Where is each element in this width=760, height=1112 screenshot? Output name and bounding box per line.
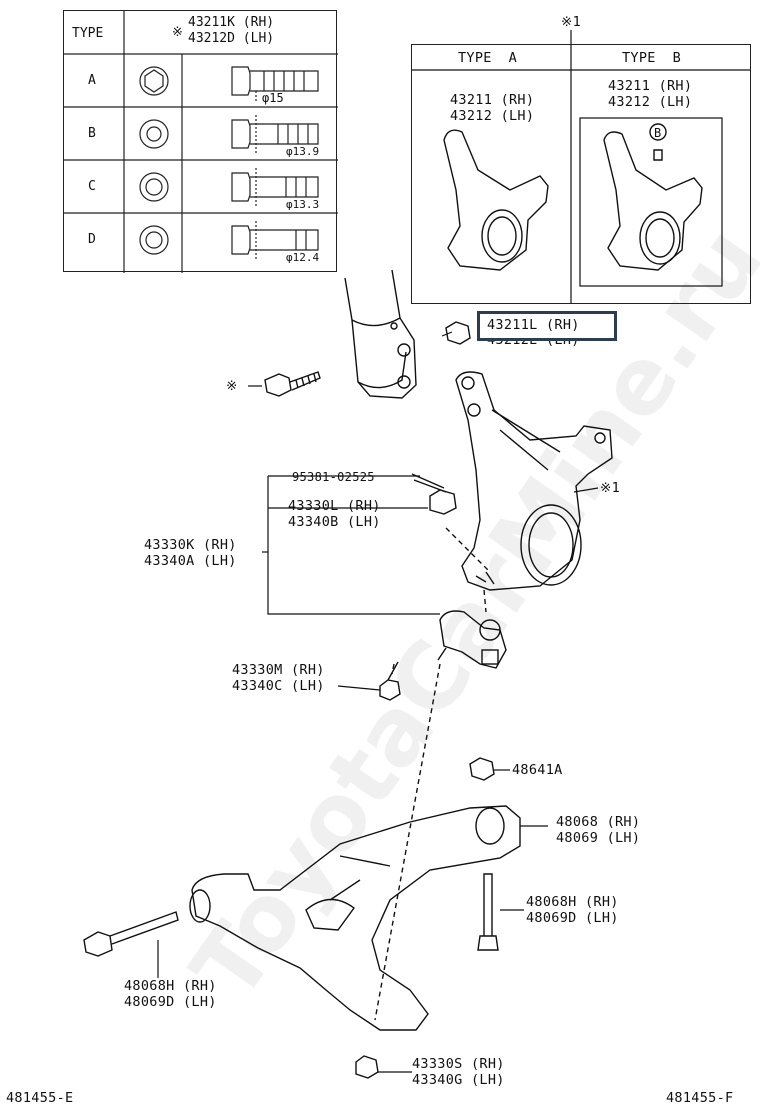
diagram-code-left: 481455-E: [6, 1090, 74, 1106]
cap-nut-illustration: [445, 321, 471, 345]
table-row-d-type: D: [88, 232, 96, 247]
shock-absorber-illustration: [344, 269, 417, 399]
table-row-a-dia: φ15: [262, 91, 284, 105]
inset-type-a-parts: 43211 (RH) 43212 (LH): [450, 92, 535, 124]
front-bolt-label: 48068H (RH) 48069D (LH): [124, 978, 217, 1010]
knuckle-highlight-box[interactable]: [477, 311, 617, 341]
bushing-label: 48068 (RH) 48069 (LH): [556, 814, 641, 846]
table-row-c-dia: φ13.3: [286, 198, 320, 211]
inset-type-b-header: TYPE B: [622, 50, 681, 66]
nut-48641a-label: 48641A: [512, 762, 563, 778]
inset-mark: ※1: [561, 14, 582, 30]
table-header-mark: ※: [172, 25, 183, 40]
cotter-pin-label: 95381-02525: [292, 470, 375, 484]
lower-arm-illustration: [189, 805, 521, 1031]
knuckle-mark-label: ※1: [600, 480, 621, 496]
ball-bolt-label: 43330M (RH) 43340C (LH): [232, 662, 325, 694]
table-header-parts: 43211K (RH) 43212D (LH): [188, 15, 275, 46]
type-a-knuckle-illustration: [443, 129, 549, 271]
table-row-c-type: C: [88, 179, 96, 194]
bolt-type-table: TYPE ※ 43211K (RH) 43212D (LH): [63, 10, 338, 273]
bolt-mark-label: ※: [226, 378, 238, 394]
inset-type-a-header: TYPE A: [458, 50, 517, 66]
diagram-code-right: 481455-F: [666, 1090, 734, 1106]
knuckle-type-inset: [411, 44, 751, 304]
ball-joint-label: 43330K (RH) 43340A (LH): [144, 537, 237, 569]
bottom-nut-illustration: [355, 1055, 379, 1079]
nut-48641a-illustration: [469, 757, 495, 781]
cotter-pin-illustration: [411, 473, 447, 493]
castle-nut-illustration: [429, 489, 457, 515]
type-b-knuckle-illustration: [603, 123, 703, 271]
table-row-a-type: A: [88, 73, 96, 88]
table-row-b-type: B: [88, 126, 96, 141]
lower-nut-label: 43330S (RH) 43340G (LH): [412, 1056, 505, 1088]
inset-type-b-parts: 43211 (RH) 43212 (LH): [608, 78, 693, 110]
ball-bolt-illustration: [379, 661, 401, 701]
table-grid: [64, 11, 338, 273]
table-row-d-dia: φ12.4: [286, 251, 320, 264]
rear-bolt-label: 48068H (RH) 48069D (LH): [526, 894, 619, 926]
rear-bolt-illustration: [477, 873, 499, 951]
table-header-type: TYPE: [72, 26, 104, 41]
knuckle-illustration: [455, 371, 613, 591]
ball-joint-illustration: [437, 610, 507, 669]
table-row-b-dia: φ13.9: [286, 145, 320, 158]
inset-b-circle-label: B: [654, 126, 662, 140]
front-bolt-illustration: [83, 911, 179, 957]
knuckle-rh-label[interactable]: 43211L (RH): [487, 317, 580, 333]
nut-label: 43330L (RH) 43340B (LH): [288, 498, 381, 530]
strut-bolt-illustration: [264, 371, 321, 397]
